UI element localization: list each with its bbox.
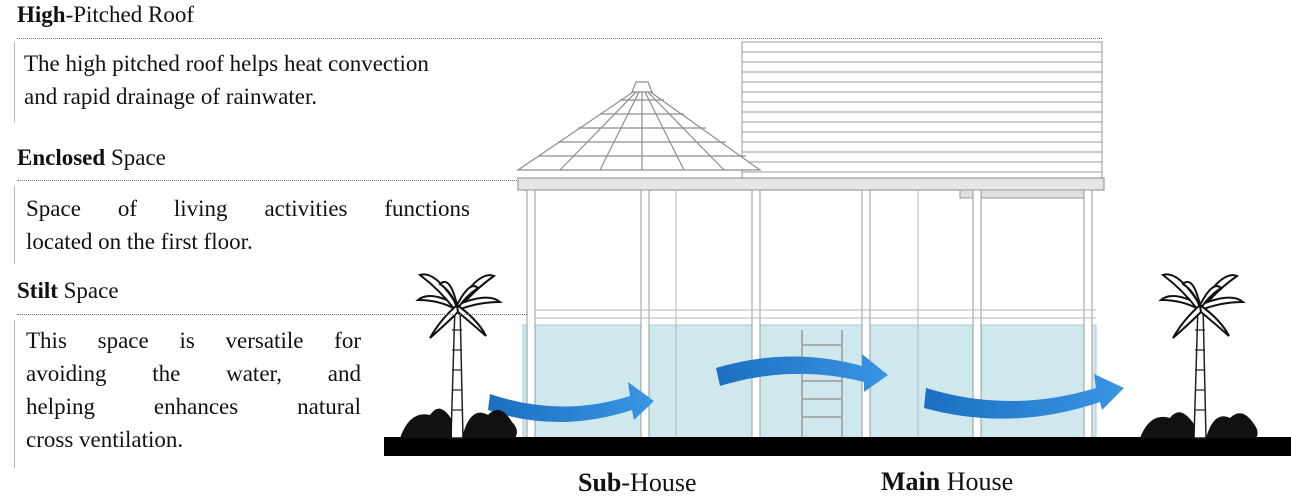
description-line: and rapid drainage of rainwater. [24, 84, 318, 109]
floor-beam [517, 177, 1105, 191]
description-enclosed-space: Space of living activities functions loc… [26, 192, 470, 258]
caption-main-house: Main House [881, 467, 1013, 497]
palm-tree-right [1140, 273, 1258, 439]
section-bar-enclosed [14, 186, 15, 264]
heading-bold: High [17, 2, 66, 27]
description-line: The high pitched roof helps heat convect… [24, 51, 429, 76]
heading-bold: Stilt [17, 278, 58, 303]
heading-rest: Space [105, 145, 166, 170]
heading-high-pitched-roof: High-Pitched Roof [17, 2, 194, 28]
dotted-rule-stilt [17, 314, 527, 315]
heading-enclosed-space: Enclosed Space [17, 145, 166, 171]
caption-rest: -House [621, 468, 697, 497]
heading-bold: Enclosed [17, 145, 106, 170]
caption-sub-house: Sub-House [578, 468, 696, 498]
description-high-pitched-roof: The high pitched roof helps heat convect… [24, 47, 429, 113]
description-line: helping enhances natural [26, 394, 361, 419]
heading-rest: -Pitched Roof [65, 2, 194, 27]
section-bar-roof [14, 42, 15, 122]
house-posts [526, 189, 1093, 439]
airflow-arrow-2 [716, 354, 888, 392]
dotted-rule-roof [17, 38, 1102, 39]
caption-bold: Sub [578, 468, 622, 497]
ladder [801, 330, 843, 438]
palm-tree-left [400, 273, 517, 439]
airflow-arrow-3 [924, 374, 1124, 419]
heading-rest: Space [57, 278, 119, 303]
ground-line [384, 437, 1291, 456]
caption-rest: House [940, 467, 1014, 496]
description-line: located on the first floor. [26, 229, 253, 254]
description-line: This space is versatile for [26, 328, 361, 353]
description-line: cross ventilation. [26, 427, 184, 452]
heading-stilt-space: Stilt Space [17, 278, 119, 304]
section-bar-stilt [14, 320, 15, 468]
description-line: avoiding the water, and [26, 361, 361, 386]
sub-house-roof [516, 81, 762, 171]
description-line: Space of living activities functions [26, 196, 470, 221]
caption-bold: Main [881, 467, 941, 496]
description-stilt-space: This space is versatile for avoiding the… [26, 324, 361, 456]
airflow-arrow-1 [488, 382, 654, 422]
dotted-rule-enclosed [17, 180, 517, 181]
main-house-roof [741, 41, 1103, 179]
